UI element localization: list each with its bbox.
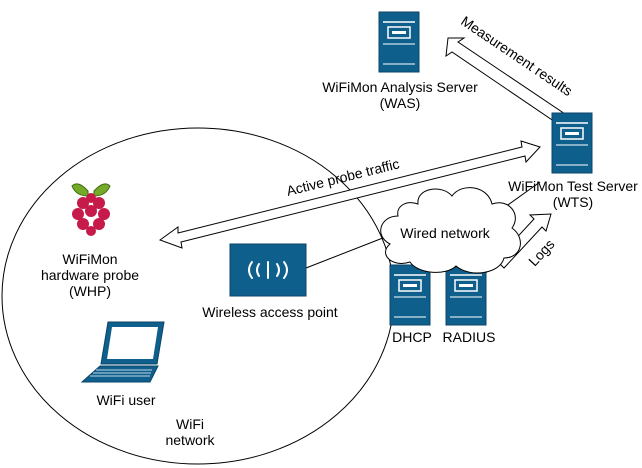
wifi-network-label: WiFi network [165,416,215,448]
was-label: WiFiMon Analysis Server (WAS) [322,79,478,111]
wireless-access-point-icon [229,243,307,297]
whp-label: WiFiMon hardware probe (WHP) [40,251,140,299]
was-server-icon [378,11,420,73]
logs-label: Logs [525,236,557,269]
wifi-user-label: WiFi user [96,392,156,408]
active-probe-traffic-arrow [158,140,541,249]
raspberry-pi-icon [71,183,111,236]
wts-server-icon [551,112,593,174]
wts-label: WiFiMon Test Server (WTS) [508,178,638,210]
dhcp-server-icon [389,264,431,326]
radius-server-icon [445,264,487,326]
dhcp-label: DHCP [392,329,432,345]
ap-label: Wireless access point [202,304,338,320]
cloud-icon [380,187,521,274]
ap-cloud-link [305,235,389,269]
cloud-label: Wired network [400,225,490,241]
radius-label: RADIUS [442,329,496,345]
laptop-icon [80,321,165,383]
